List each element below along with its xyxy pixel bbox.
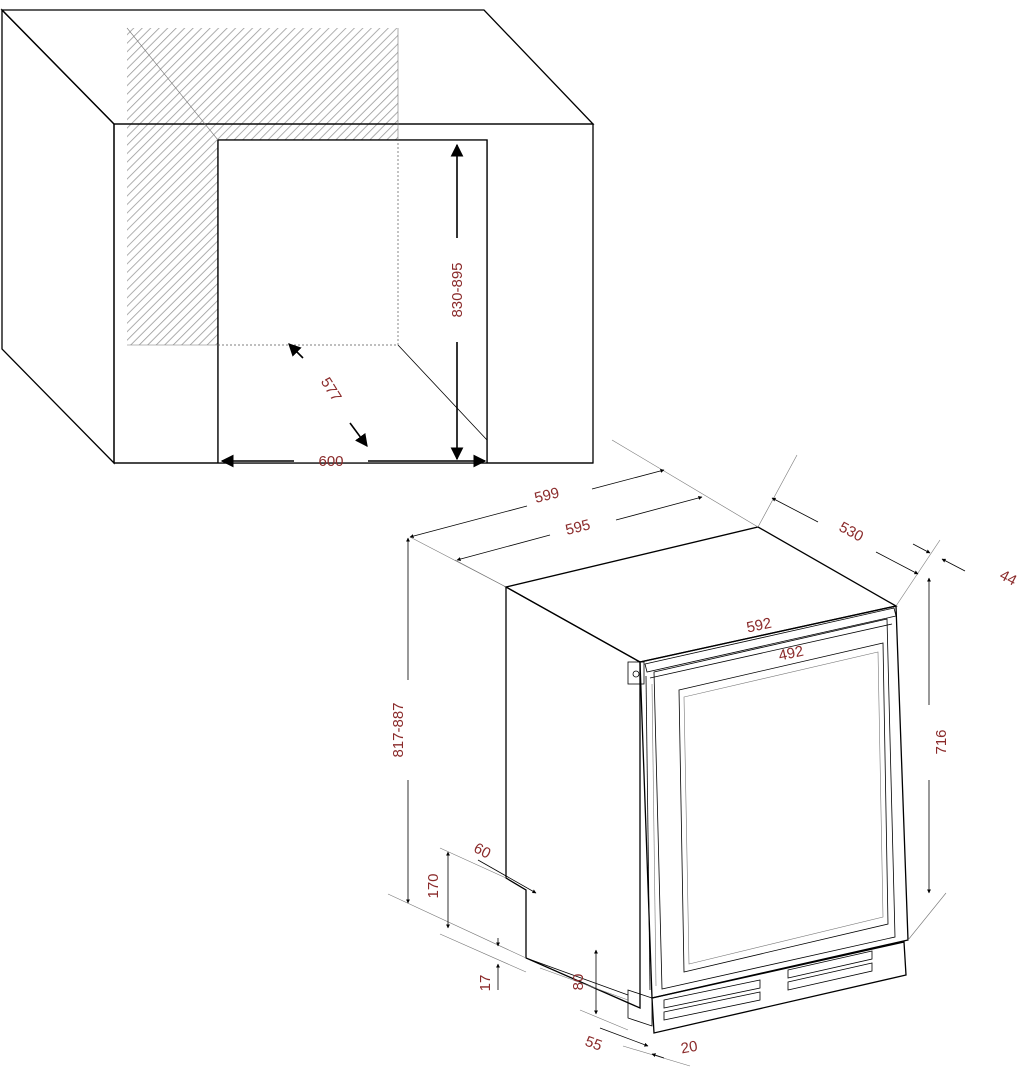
plinth-recess-label: 20 — [680, 1038, 699, 1058]
plinth-vents — [663, 950, 873, 1021]
body-width-label: 595 — [564, 516, 592, 539]
niche-width-label: 600 — [318, 453, 343, 470]
appliance-handle — [644, 607, 897, 673]
plinth-depth-label: 55 — [583, 1033, 604, 1055]
appliance-foot — [627, 989, 653, 1027]
plinth-recess-arrow — [651, 1053, 665, 1059]
niche-height-label: 830-895 — [449, 262, 466, 317]
plinth-height-label: 80 — [570, 974, 587, 991]
appliance-glass — [678, 642, 889, 973]
plinth-offset-label: 17 — [477, 975, 494, 992]
appliance-plinth — [651, 941, 907, 1034]
door-height-label: 716 — [933, 729, 950, 754]
glass-width-label: 492 — [777, 643, 805, 665]
appliance-drawing: 599 595 530 44 592 492 817-887 716 60 17… — [387, 439, 1020, 1067]
door-width-label: 592 — [745, 615, 773, 637]
door-thickness-arrow — [912, 543, 931, 554]
vent-depth-arrow — [477, 859, 537, 894]
outer-width-label: 599 — [533, 484, 561, 507]
niche-depth-arrow — [288, 343, 304, 359]
appliance-side-face — [505, 585, 641, 1009]
plinth-depth-arrow — [599, 1027, 649, 1047]
door-thickness-label: 44 — [997, 567, 1020, 590]
niche-opening — [218, 140, 487, 463]
appliance-top-face — [504, 526, 898, 663]
height-label: 817-887 — [390, 702, 407, 757]
vent-height-label: 170 — [425, 873, 442, 898]
vent-depth-label: 60 — [471, 840, 494, 863]
niche-left-panel — [1, 8, 115, 465]
appliance-hinge — [627, 661, 645, 685]
depth-arrow — [771, 497, 819, 523]
body-width-arrow — [456, 534, 551, 561]
depth-label: 530 — [836, 519, 866, 546]
outer-width-arrow — [409, 505, 528, 539]
niche-drawing: 830-895 577 600 — [0, 8, 595, 470]
